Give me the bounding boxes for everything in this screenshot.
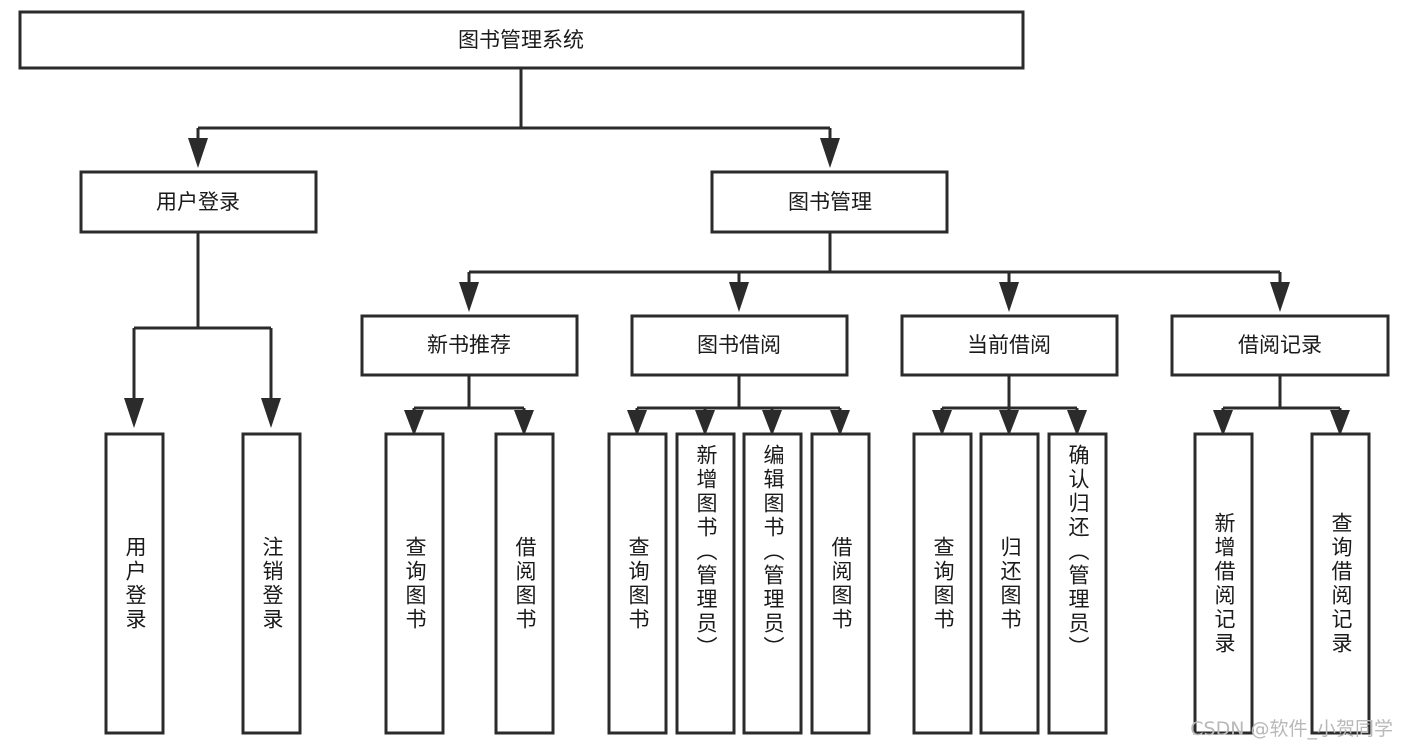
arrow-icon-bm-to-current-borrow (999, 282, 1019, 312)
leaf-query-book-1-box[interactable] (384, 432, 445, 735)
leaf-query-book-2[interactable]: 查询图书 (607, 432, 668, 735)
connector-layer (124, 68, 1350, 436)
arrow-icon-root-to-user-login (188, 138, 208, 168)
leaf-borrow-book-1[interactable]: 借阅图书 (494, 432, 555, 735)
leaf-query-book-1-label: 查询图书 (403, 535, 427, 632)
leaf-logout-login-box[interactable] (241, 432, 302, 735)
node-book-management[interactable]: 图书管理 (710, 170, 949, 234)
leaf-query-book-1[interactable]: 查询图书 (384, 432, 445, 735)
arrow-icon-current-borrow-leaf-2 (999, 410, 1019, 436)
leaf-query-borrow-record-label-wrap: 查询借阅记录 (1329, 511, 1353, 656)
leaf-query-borrow-record-label: 查询借阅记录 (1329, 511, 1353, 656)
leaf-logout-login-label-wrap: 注销登录 (260, 535, 284, 632)
arrow-icon-bm-to-new-book-recommend (459, 282, 479, 312)
leaf-user-login-label: 用户登录 (123, 535, 147, 632)
node-current-borrow-box[interactable] (900, 314, 1119, 377)
node-book-borrow-label: 图书借阅 (697, 333, 781, 357)
leaf-edit-book-admin[interactable]: 编辑图书（管理员） (742, 432, 803, 735)
leaf-add-borrow-record-label: 新增借阅记录 (1212, 511, 1236, 656)
node-root-box[interactable] (18, 10, 1025, 70)
leaf-confirm-return-admin-label: 确认归还（管理员） (1066, 444, 1090, 660)
node-borrow-record-box[interactable] (1170, 314, 1390, 377)
leaf-add-borrow-record-box[interactable] (1193, 432, 1254, 735)
leaf-borrow-book-2-box[interactable] (810, 432, 871, 735)
node-current-borrow[interactable]: 当前借阅 (900, 314, 1119, 377)
leaf-edit-book-admin-label-wrap: 编辑图书（管理员） (761, 444, 785, 660)
leaf-user-login[interactable]: 用户登录 (104, 432, 165, 735)
leaf-return-book-label-wrap: 归还图书 (998, 535, 1022, 632)
node-new-book-recommend-label: 新书推荐 (427, 333, 511, 357)
node-root[interactable]: 图书管理系统 (18, 10, 1025, 70)
node-root-label: 图书管理系统 (458, 28, 584, 52)
leaf-add-borrow-record-label-wrap: 新增借阅记录 (1212, 511, 1236, 656)
arrow-icon-current-borrow-leaf-1 (932, 410, 952, 436)
node-book-management-box[interactable] (710, 170, 949, 234)
arrow-icon-book-borrow-leaf-1 (627, 410, 647, 436)
node-user-login[interactable]: 用户登录 (79, 170, 318, 234)
leaf-add-book-admin-label: 新增图书（管理员） (694, 444, 718, 660)
leaf-user-login-label-wrap: 用户登录 (123, 535, 147, 632)
arrow-icon-book-borrow-leaf-2 (695, 410, 715, 436)
node-borrow-record[interactable]: 借阅记录 (1170, 314, 1390, 377)
leaf-logout-login-label: 注销登录 (260, 535, 284, 632)
node-user-login-label: 用户登录 (156, 190, 240, 214)
arrow-icon-borrow-record-leaf-2 (1330, 410, 1350, 436)
leaf-query-borrow-record[interactable]: 查询借阅记录 (1310, 432, 1371, 735)
leaf-borrow-book-2[interactable]: 借阅图书 (810, 432, 871, 735)
arrow-icon-new-book-leaf-1 (404, 410, 424, 436)
leaf-borrow-book-1-box[interactable] (494, 432, 555, 735)
arrow-icon-root-to-book-management (820, 138, 840, 168)
leaf-query-book-2-label: 查询图书 (626, 535, 650, 632)
arrow-icon-borrow-record-leaf-1 (1213, 410, 1233, 436)
leaf-confirm-return-admin-box[interactable] (1047, 432, 1108, 735)
leaf-edit-book-admin-box[interactable] (742, 432, 803, 735)
leaf-return-book-box[interactable] (979, 432, 1040, 735)
node-book-borrow-box[interactable] (630, 314, 849, 377)
leaf-add-borrow-record[interactable]: 新增借阅记录 (1193, 432, 1254, 735)
arrow-icon-book-borrow-leaf-3 (762, 410, 782, 436)
leaf-confirm-return-admin-label-wrap: 确认归还（管理员） (1066, 444, 1090, 660)
leaf-edit-book-admin-label: 编辑图书（管理员） (761, 444, 785, 660)
leaf-logout-login[interactable]: 注销登录 (241, 432, 302, 735)
node-user-login-box[interactable] (79, 170, 318, 234)
arrow-icon-book-borrow-leaf-4 (830, 410, 850, 436)
leaf-return-book[interactable]: 归还图书 (979, 432, 1040, 735)
leaf-query-book-2-box[interactable] (607, 432, 668, 735)
node-borrow-record-label: 借阅记录 (1238, 333, 1322, 357)
arrow-icon-bm-to-book-borrow (729, 282, 749, 312)
leaf-query-book-2-label-wrap: 查询图书 (626, 535, 650, 632)
leaf-confirm-return-admin[interactable]: 确认归还（管理员） (1047, 432, 1108, 735)
arrow-icon-user-login-leaf-1 (124, 398, 144, 428)
arrow-icon-new-book-leaf-2 (514, 410, 534, 436)
leaf-user-login-box[interactable] (104, 432, 165, 735)
leaf-borrow-book-1-label: 借阅图书 (513, 535, 537, 632)
leaf-query-book-3-label-wrap: 查询图书 (931, 535, 955, 632)
leaf-return-book-label: 归还图书 (998, 535, 1022, 632)
leaf-query-book-3-label: 查询图书 (931, 535, 955, 632)
node-book-borrow[interactable]: 图书借阅 (630, 314, 849, 377)
arrow-icon-current-borrow-leaf-3 (1067, 410, 1087, 436)
leaf-borrow-book-2-label: 借阅图书 (829, 535, 853, 632)
leaf-query-book-1-label-wrap: 查询图书 (403, 535, 427, 632)
node-book-management-label: 图书管理 (788, 190, 872, 214)
leaf-query-borrow-record-box[interactable] (1310, 432, 1371, 735)
arrow-icon-bm-to-borrow-record (1270, 282, 1290, 312)
node-new-book-recommend[interactable]: 新书推荐 (360, 314, 579, 377)
leaf-borrow-book-2-label-wrap: 借阅图书 (829, 535, 853, 632)
leaf-borrow-book-1-label-wrap: 借阅图书 (513, 535, 537, 632)
leaf-add-book-admin-label-wrap: 新增图书（管理员） (694, 444, 718, 660)
leaf-add-book-admin-box[interactable] (675, 432, 736, 735)
arrow-icon-user-login-leaf-2 (261, 398, 281, 428)
leaf-query-book-3[interactable]: 查询图书 (912, 432, 973, 735)
leaf-add-book-admin[interactable]: 新增图书（管理员） (675, 432, 736, 735)
node-current-borrow-label: 当前借阅 (967, 333, 1051, 357)
node-new-book-recommend-box[interactable] (360, 314, 579, 377)
leaf-query-book-3-box[interactable] (912, 432, 973, 735)
